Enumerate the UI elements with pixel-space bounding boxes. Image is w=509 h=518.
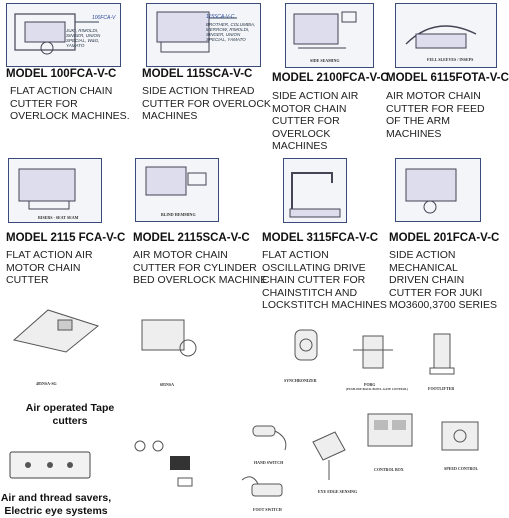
product-image-2115sca — [135, 158, 219, 222]
caption-synchronizer: SYNCHRONIZER — [284, 378, 317, 383]
caption-foot-switch: FOOT SWITCH — [253, 507, 282, 512]
bracket-parts-image — [130, 434, 200, 490]
tape-cutter-image-485nsa — [8, 300, 104, 358]
caption-pobg: POBG — [364, 382, 376, 387]
desc-3115fca: FLAT ACTION OSCILLATING DRIVE CHAIN CUTT… — [262, 249, 387, 311]
caption-485nsa: 485NSA-SG — [36, 381, 57, 386]
foot-switch-image — [238, 470, 298, 504]
desc-2115sca: AIR MOTOR CHAIN CUTTER FOR CYLINDER BED … — [133, 249, 268, 286]
model-3115fca: MODEL 3115FCA-V-C — [262, 232, 379, 244]
hand-switch-image — [245, 418, 295, 454]
product-image-6115fota — [395, 3, 497, 68]
caption-685nsa: 685NSA — [160, 382, 175, 387]
speed-control-image — [432, 414, 488, 460]
control-box-image — [360, 406, 420, 456]
product-image-2115fca — [8, 158, 102, 223]
caption-hand-switch: HAND SWITCH — [254, 460, 284, 465]
model-2115sca: MODEL 2115SCA-V-C — [133, 232, 250, 244]
footlifter-image — [420, 330, 466, 380]
desc-100fca: FLAT ACTION CHAIN CUTTER FOR OVERLOCK MA… — [10, 85, 130, 122]
model-115sca: MODEL 115SCA-V-C — [142, 68, 253, 80]
caption-2100fca: SIDE SEAMING — [310, 58, 340, 63]
caption-control-box: CONTROL BOX — [374, 467, 404, 472]
desc-115sca: SIDE ACTION THREAD CUTTER FOR OVERLOCK M… — [142, 85, 271, 122]
product-image-2100fca — [285, 3, 374, 68]
caption-pobg-note: (PUSH-OFF/BACK-BOWL-GATE CONTROL) — [346, 387, 409, 391]
brand-note-115sca: BROTHER, COLUMBIA, MERROW, RIMOLDI, SING… — [206, 22, 256, 42]
product-image-115sca — [146, 3, 261, 67]
model-2115fca: MODEL 2115 FCA-V-C — [6, 232, 126, 244]
tape-cutter-image-685nsa — [132, 308, 214, 368]
model-6115fota: MODEL 6115FOTA-V-C — [386, 72, 509, 84]
caption-2115sca: BLIND HEMMING — [161, 212, 196, 217]
tag-100fca: 100FCA-V — [92, 15, 116, 21]
savers-title: Air and thread savers, Electric eye syst… — [0, 492, 112, 517]
desc-6115fota: AIR MOTOR CHAIN CUTTER FOR FEED OF THE A… — [386, 90, 485, 140]
desc-2100fca: SIDE ACTION AIR MOTOR CHAIN CUTTER FOR O… — [272, 90, 359, 152]
air-saver-panel-image — [6, 448, 94, 484]
caption-speed-control: SPEED CONTROL — [444, 466, 479, 471]
eye-sensing-image — [305, 424, 355, 484]
desc-2115fca: FLAT ACTION AIR MOTOR CHAIN CUTTER — [6, 249, 93, 286]
product-image-100fca — [6, 3, 121, 67]
caption-6115fota: FELL SLEEVES / INSEPS — [427, 57, 474, 62]
pobg-image — [345, 330, 401, 378]
desc-201fca: SIDE ACTION MECHANICAL DRIVEN CHAIN CUTT… — [389, 249, 497, 311]
brand-note-100fca: JUKI, RIMOLDI, SINGER, UNION SPECIAL, W&… — [66, 28, 101, 48]
product-image-201fca — [395, 158, 481, 222]
caption-footlifter: FOOTLIFTER — [428, 386, 455, 391]
product-image-3115fca — [283, 158, 347, 223]
tag-115sca: 115SCA-V-C — [206, 14, 235, 20]
synchronizer-image — [283, 326, 329, 370]
tape-cutters-title: Air operated Tape cutters — [25, 402, 115, 427]
model-2100fca: MODEL 2100FCA-V-C — [272, 72, 389, 84]
model-201fca: MODEL 201FCA-V-C — [389, 232, 500, 244]
model-100fca: MODEL 100FCA-V-C — [6, 68, 117, 80]
caption-2115fca: RISERS - SEAT SEAM — [38, 215, 79, 220]
caption-eye-sensing: EYE EDGE SENSING — [318, 489, 358, 494]
